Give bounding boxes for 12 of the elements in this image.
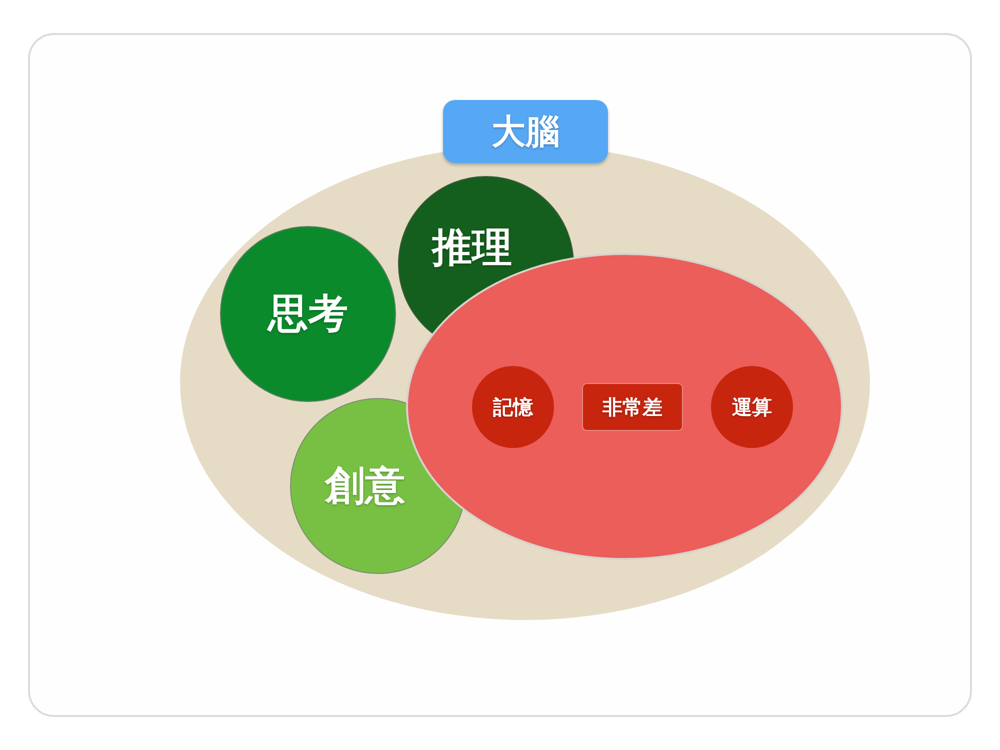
rating-tag bbox=[582, 383, 683, 431]
skill-circle bbox=[711, 366, 793, 448]
title-tab: 大腦 bbox=[443, 100, 608, 163]
topic-circle bbox=[220, 226, 396, 402]
skill-circle bbox=[472, 366, 554, 448]
topic-label: 思考 bbox=[268, 294, 348, 334]
rating-text: 非常差 bbox=[602, 397, 662, 417]
topic-label: 創意 bbox=[325, 466, 405, 506]
skill-label: 記憶 bbox=[493, 397, 533, 417]
brain-region bbox=[180, 100, 870, 620]
topic-label: 推理 bbox=[432, 228, 512, 268]
skill-label: 運算 bbox=[732, 397, 772, 417]
